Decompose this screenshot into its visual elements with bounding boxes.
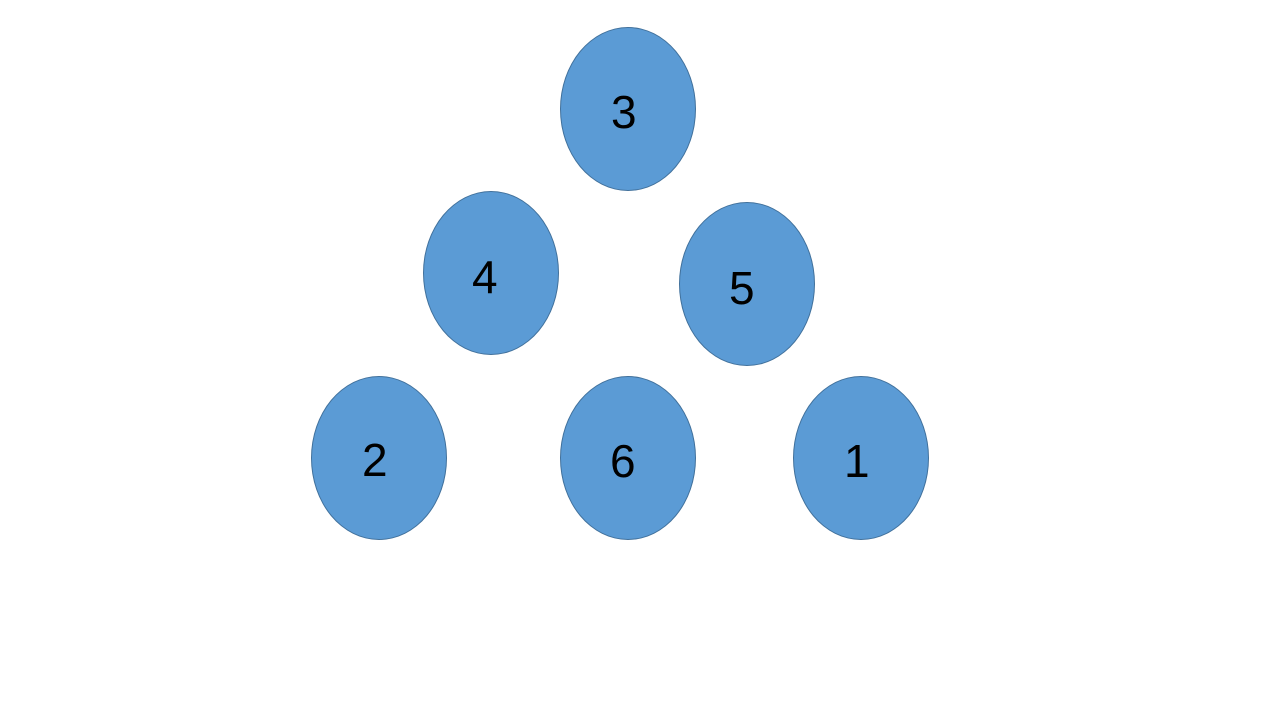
number-label: 6 bbox=[610, 435, 636, 487]
number-circle-bottom-middle: 6 bbox=[560, 376, 696, 540]
number-circle-bottom-left: 2 bbox=[311, 376, 447, 540]
number-label: 1 bbox=[844, 435, 870, 487]
number-label: 5 bbox=[729, 262, 755, 314]
number-circle-bottom-right: 1 bbox=[793, 376, 929, 540]
number-label: 3 bbox=[611, 86, 637, 138]
number-label: 2 bbox=[362, 434, 388, 486]
number-label: 4 bbox=[472, 251, 498, 303]
number-circle-top: 3 bbox=[560, 27, 696, 191]
number-circle-middle-right: 5 bbox=[679, 202, 815, 366]
number-circle-middle-left: 4 bbox=[423, 191, 559, 355]
